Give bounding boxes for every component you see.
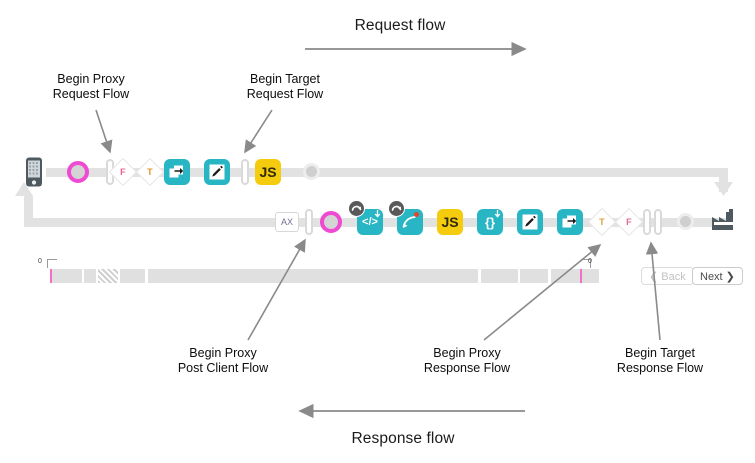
request-flow-title: Request flow [354, 17, 446, 34]
mobile-device-icon [24, 157, 44, 192]
callout-begin-proxy-response: Begin Proxy Response Flow [392, 346, 542, 376]
callout-line-1: Begin Proxy [433, 346, 501, 360]
callout-arrow-begin-target-response [645, 241, 661, 341]
edit-policy-icon-request[interactable] [204, 159, 230, 185]
callout-arrow-begin-proxy-request [95, 109, 113, 154]
callout-arrow-begin-proxy-post-client [247, 238, 306, 341]
timeline-start-label: 0 [38, 258, 42, 265]
ax-policy-icon[interactable]: AX [275, 212, 299, 232]
callout-line-2: Post Client Flow [177, 361, 269, 375]
javascript-policy-icon-request[interactable]: JS [255, 159, 281, 185]
next-button[interactable]: Next ❯ [692, 267, 743, 285]
pink-circle-marker-response[interactable] [320, 211, 342, 233]
json-policy-icon[interactable]: {} [477, 209, 503, 235]
grey-circle-marker-request-end[interactable] [303, 163, 320, 180]
flow-pill-post-client[interactable] [305, 209, 313, 235]
request-flow-track [46, 168, 728, 177]
callout-begin-proxy-post-client: Begin Proxy Post Client Flow [148, 346, 298, 376]
back-button[interactable]: ❮ Back [641, 267, 694, 285]
callout-line-2: Response Flow [423, 361, 511, 375]
timeline-segment[interactable] [148, 269, 478, 283]
callout-line-2: Request Flow [246, 87, 324, 101]
timeline-segment[interactable] [84, 269, 96, 283]
condition-diamond-t-request[interactable]: T [135, 157, 165, 187]
response-flow-title: Response flow [351, 430, 455, 447]
request-flow-track-corner [719, 168, 728, 192]
flow-pill-target-request-begin[interactable] [241, 159, 249, 185]
timeline-segment[interactable] [520, 269, 548, 283]
timeline-start-tick [47, 259, 57, 268]
json-policy-label: {} [484, 214, 496, 230]
javascript-policy-icon-response[interactable]: JS [437, 209, 463, 235]
timeline-end-label: 0 [588, 258, 592, 265]
callout-line-1: Begin Proxy [189, 346, 257, 360]
timeline-segment-hatched[interactable] [98, 269, 118, 283]
flow-pill-target-response-end[interactable] [654, 209, 662, 235]
backend-target-icon [712, 209, 742, 236]
timeline-segment[interactable] [481, 269, 518, 283]
grey-circle-marker-response[interactable] [677, 213, 694, 230]
timeline-playhead-start[interactable] [50, 269, 52, 283]
condition-diamond-label: T [147, 167, 153, 177]
xml-policy-label: </> [362, 216, 378, 228]
condition-diamond-f-response[interactable]: F [614, 207, 644, 237]
timeline-segment[interactable] [120, 269, 145, 283]
share-policy-icon-response[interactable] [557, 209, 583, 235]
timeline-segment[interactable] [52, 269, 82, 283]
condition-diamond-label: T [599, 217, 605, 227]
share-policy-icon-request[interactable] [164, 159, 190, 185]
callout-begin-target-response: Begin Target Response Flow [585, 346, 735, 376]
route-policy-icon[interactable] [388, 200, 423, 235]
loop-badge-icon [348, 200, 365, 217]
callout-begin-proxy-request: Begin Proxy Request Flow [16, 72, 166, 102]
response-flow-track-corner [24, 196, 33, 222]
xml-policy-icon[interactable]: </> [348, 200, 383, 235]
callout-begin-target-request: Begin Target Request Flow [210, 72, 360, 102]
callout-arrow-begin-target-request [244, 109, 273, 154]
flow-pill-proxy-response-end[interactable] [643, 209, 651, 235]
pink-circle-marker-request-start[interactable] [67, 161, 89, 183]
callout-line-2: Request Flow [52, 87, 130, 101]
callout-line-1: Begin Proxy [57, 72, 125, 86]
timeline-segment[interactable] [551, 269, 599, 283]
timeline-playhead-end[interactable] [580, 269, 582, 283]
condition-diamond-t-response[interactable]: T [587, 207, 617, 237]
loop-badge-icon [388, 200, 405, 217]
javascript-policy-label: JS [441, 214, 459, 230]
ax-policy-label: AX [280, 217, 293, 227]
route-policy-alert-dot [414, 212, 419, 217]
condition-diamond-label: F [120, 167, 126, 177]
callout-line-2: Response Flow [616, 361, 704, 375]
callout-line-1: Begin Target [625, 346, 695, 360]
javascript-policy-label: JS [259, 164, 277, 180]
callout-line-1: Begin Target [250, 72, 320, 86]
condition-diamond-label: F [626, 217, 632, 227]
edit-policy-icon-response[interactable] [517, 209, 543, 235]
